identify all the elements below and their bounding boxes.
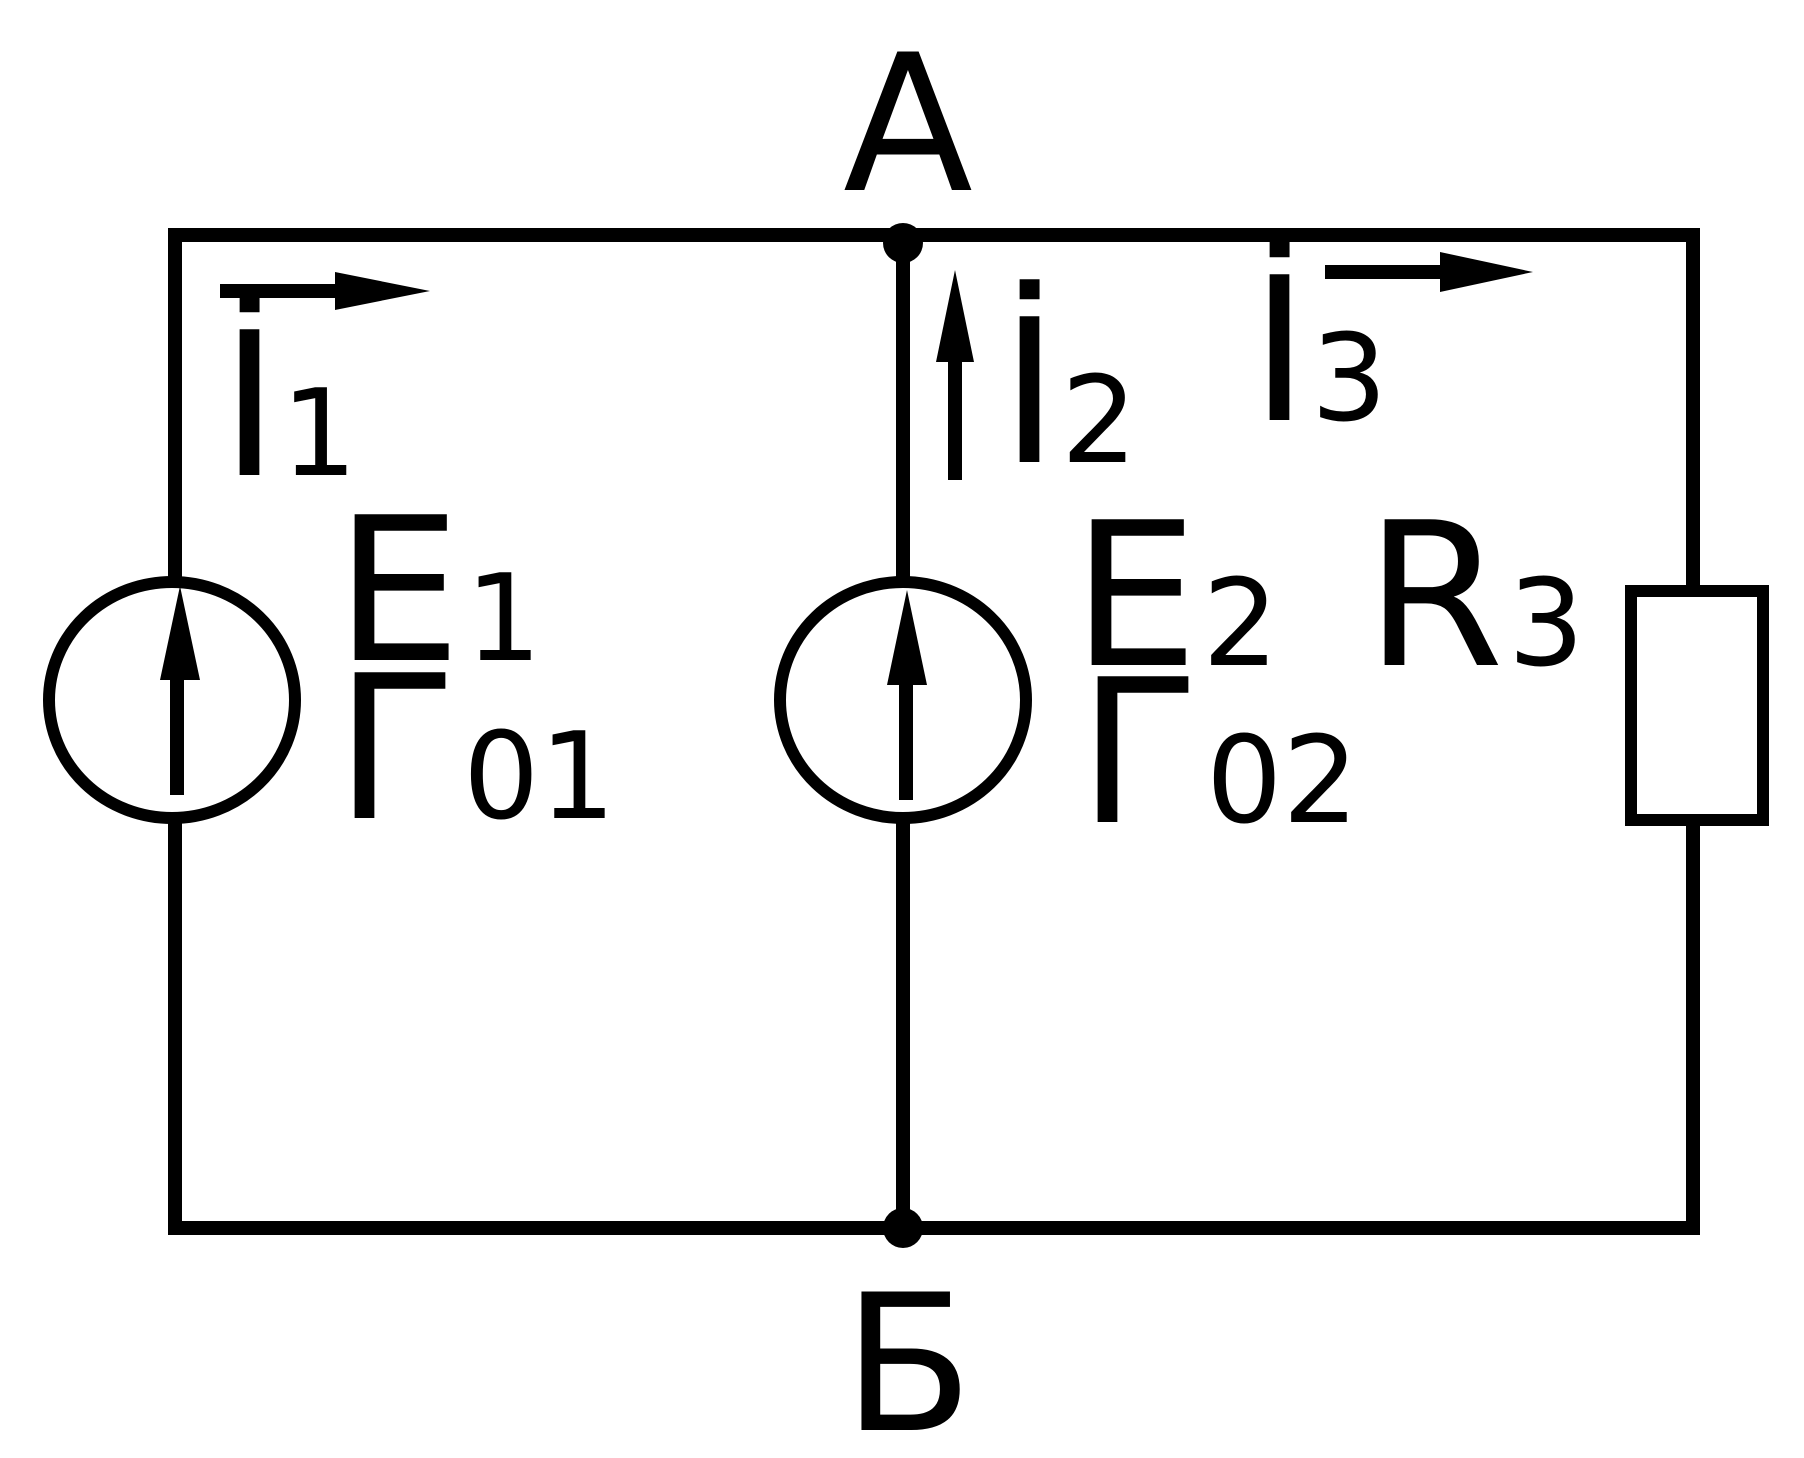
current-arrow-1: [220, 272, 430, 310]
node-b-dot: [883, 1208, 923, 1248]
source-1-emf-subscript: 1: [465, 550, 541, 689]
source-2-emf-symbol: E: [1072, 480, 1198, 713]
source-1-resistance-symbol: Г: [335, 633, 457, 866]
current-3-label: İ3: [1250, 235, 1387, 468]
source-2-resistance-symbol: Г: [1078, 637, 1200, 870]
current-3-subscript: 3: [1311, 310, 1387, 449]
node-a-dot: [883, 223, 923, 263]
source-1-resistance-label: Г01: [335, 633, 616, 866]
voltage-source-1: [43, 576, 301, 824]
current-1-subscript: 1: [281, 365, 357, 504]
source-1-emf-symbol: E: [335, 475, 461, 708]
current-2-symbol: İ: [1000, 277, 1059, 510]
current-arrow-3: [1325, 252, 1533, 292]
node-a-label: А: [843, 14, 973, 235]
resistor-r3-label: R3: [1365, 480, 1584, 713]
resistor-r3-box: [1625, 585, 1769, 826]
source-1-resistance-subscript: 01: [463, 708, 616, 847]
current-1-label: İ1: [220, 290, 357, 523]
source-2-resistance-label: Г02: [1078, 637, 1359, 870]
source-1-arrow-head: [160, 586, 200, 680]
current-2-label: İ2: [1000, 277, 1137, 510]
current-arrow-2: [936, 270, 974, 480]
resistor-r3-subscript: 3: [1508, 555, 1584, 694]
wires: [168, 228, 1700, 1235]
current-1-symbol: İ: [220, 290, 279, 523]
voltage-source-2: [774, 576, 1032, 824]
source-1-emf-label: E1: [335, 475, 542, 708]
resistor-r3-symbol: R: [1365, 480, 1504, 713]
node-b-label: Б: [843, 1254, 973, 1458]
source-2-arrow-head: [887, 590, 927, 685]
source-2-emf-subscript: 2: [1202, 555, 1278, 694]
current-3-symbol: İ: [1250, 235, 1309, 468]
source-2-emf-label: E2: [1072, 480, 1279, 713]
source-2-resistance-subscript: 02: [1206, 712, 1359, 851]
current-2-subscript: 2: [1061, 352, 1137, 491]
